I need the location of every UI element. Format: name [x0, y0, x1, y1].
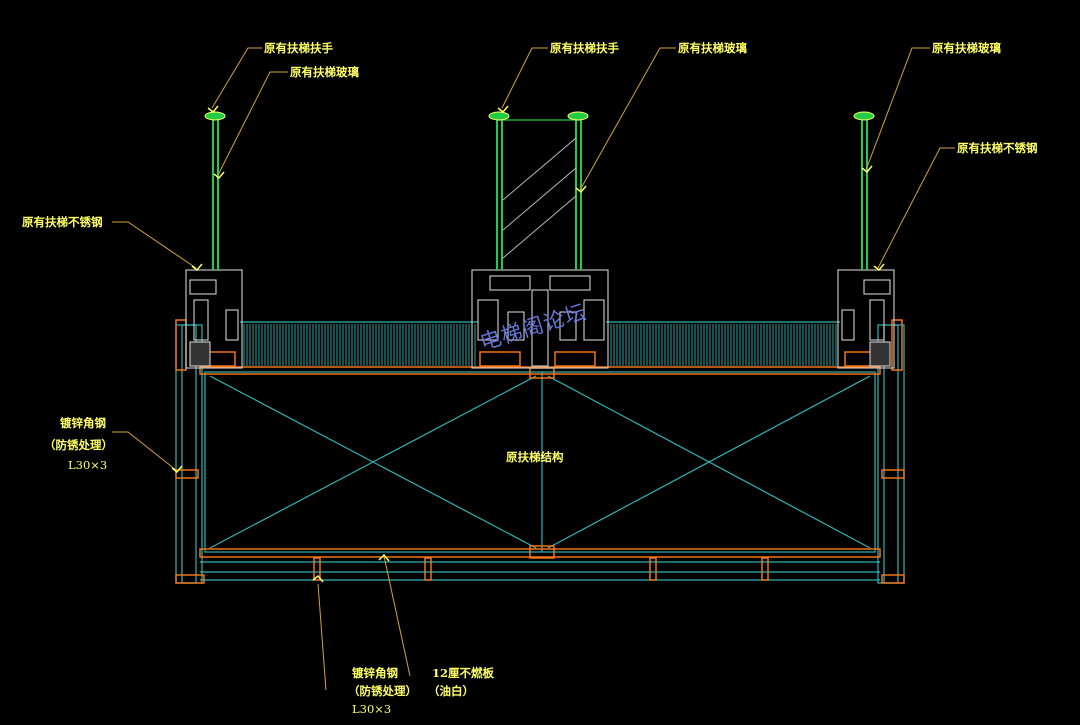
glass-reflection: [502, 137, 577, 259]
label-handrail-1: 原有扶梯扶手: [264, 41, 333, 55]
balustrade-base-center: [471, 269, 609, 369]
label-stainless-right: 原有扶梯不锈钢: [957, 141, 1038, 155]
label-angle-bottom-1: 镀锌角钢: [352, 666, 398, 680]
label-structure: 原扶梯结构: [506, 450, 564, 464]
label-board-2: （油白）: [428, 684, 474, 698]
arrow-ticks: [171, 105, 885, 583]
handrail-profiles: [204, 111, 875, 121]
label-stainless-left: 原有扶梯不锈钢: [22, 215, 103, 229]
label-angle-left-1: 镀锌角钢: [60, 416, 106, 430]
hatch-fill: [243, 324, 837, 366]
leader-lines: [112, 47, 955, 691]
balustrade-base-left: [185, 269, 243, 369]
label-angle-left-3: L30×3: [68, 458, 108, 472]
label-angle-bottom-3: L30×3: [352, 702, 392, 716]
glass-panels: [212, 118, 868, 270]
label-glass-2: 原有扶梯玻璃: [678, 41, 747, 55]
label-handrail-2: 原有扶梯扶手: [550, 41, 619, 55]
label-angle-bottom-2: （防锈处理）: [348, 684, 417, 698]
balustrade-base-right: [837, 269, 895, 369]
label-glass-3: 原有扶梯玻璃: [932, 41, 1001, 55]
angle-steel-members: [175, 319, 905, 584]
label-glass-1: 原有扶梯玻璃: [290, 65, 359, 79]
label-angle-left-2: （防锈处理）: [44, 438, 113, 452]
label-board-1: 12厘不燃板: [432, 666, 495, 680]
